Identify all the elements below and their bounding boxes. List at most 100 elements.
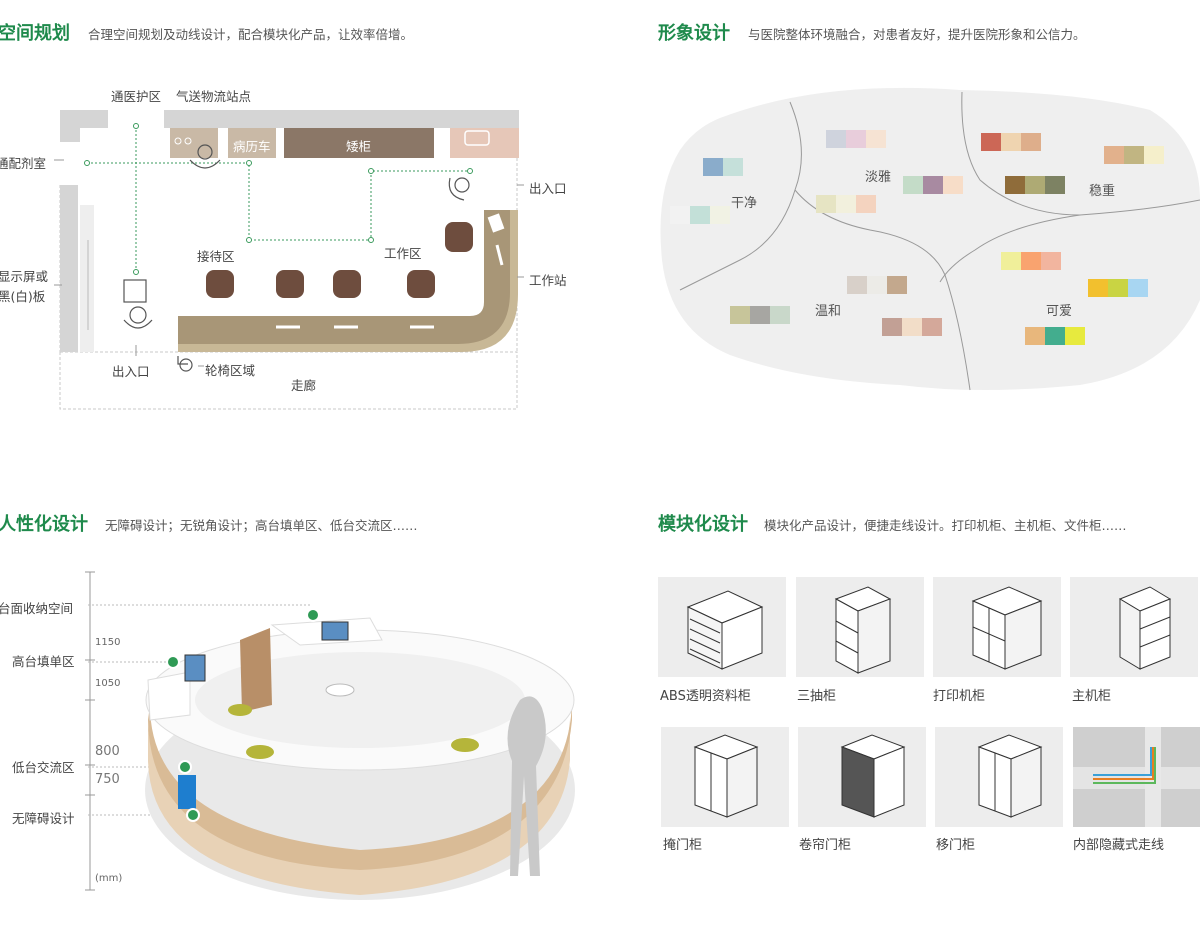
label-work-area: 工作区	[384, 246, 422, 261]
color-swatch	[826, 130, 846, 148]
color-swatch	[1021, 252, 1041, 270]
hidden-wiring-icon	[1073, 727, 1200, 827]
color-swatch	[1104, 146, 1124, 164]
module-card-printer	[933, 577, 1061, 677]
module-card-hidden-wiring	[1073, 727, 1200, 827]
color-swatch	[1025, 327, 1045, 345]
color-swatch	[866, 130, 886, 148]
module-card-sliding-door	[935, 727, 1063, 827]
image-design-desc: 与医院整体环境融合，对患者友好，提升医院形象和公信力。	[748, 27, 1086, 42]
color-swatch	[1124, 146, 1144, 164]
dim-unit: (mm)	[95, 873, 123, 884]
module-label-abs: ABS透明资料柜	[660, 689, 751, 704]
color-swatch	[887, 276, 907, 294]
color-swatch	[1045, 327, 1065, 345]
module-card-abs	[658, 577, 786, 677]
mood-map-shape	[660, 87, 1200, 391]
wall-left	[60, 185, 78, 352]
wall-top	[164, 110, 519, 128]
floor-plan: 通医护区 气送物流站点 通配剂室 病历车 矮柜 出入口 显示屏或 黑(白)板 接…	[0, 60, 600, 440]
person-silhouette	[507, 696, 546, 876]
color-swatch	[902, 318, 922, 336]
color-swatch	[730, 306, 750, 324]
leader-lines	[54, 159, 524, 367]
color-swatch	[1001, 133, 1021, 151]
counter-illustration	[85, 571, 575, 900]
swing-door-icon	[693, 734, 759, 818]
tube-station-box	[170, 128, 218, 158]
mood-label-elegant: 淡雅	[865, 170, 892, 185]
color-swatch	[923, 176, 943, 194]
module-label-three-drawer: 三抽柜	[797, 689, 837, 704]
color-swatch	[770, 306, 790, 324]
color-swatch	[1001, 252, 1021, 270]
color-swatch	[903, 176, 923, 194]
color-swatch	[816, 195, 836, 213]
people-icons	[123, 144, 470, 372]
label-medical-path: 通医护区	[111, 89, 162, 104]
color-swatch	[1021, 133, 1041, 151]
module-label-sliding-door: 移门柜	[936, 838, 976, 853]
dim-1150: 1150	[95, 637, 121, 648]
three-drawer-icon	[834, 586, 892, 674]
module-label-swing-door: 掩门柜	[663, 838, 703, 853]
human-design-desc: 无障碍设计；无锐角设计；高台填单区、低台交流区……	[105, 518, 418, 533]
dim-1050: 1050	[95, 678, 121, 689]
color-swatch	[710, 206, 730, 224]
label-dispensary: 通配剂室	[0, 156, 47, 171]
color-swatch	[882, 318, 902, 336]
dim-750: 750	[95, 772, 120, 787]
color-mood-map: 干净 淡雅 稳重 温和 可爱	[650, 80, 1200, 400]
module-card-three-drawer	[796, 577, 924, 677]
color-swatch	[1025, 176, 1045, 194]
floor-plan-drawing	[54, 110, 524, 410]
label-display-board-2: 黑(白)板	[0, 289, 46, 304]
callout-barrier-free: 无障碍设计	[12, 811, 75, 826]
display-board	[80, 205, 94, 352]
low-cabinet-box	[284, 128, 434, 158]
reception-counter-render: 台面收纳空间 高台填单区 低台交流区 无障碍设计 1150 1050 800 7…	[0, 560, 600, 920]
module-label-roller-door: 卷帘门柜	[799, 838, 852, 853]
label-corridor: 走廊	[291, 378, 317, 393]
color-swatch	[922, 318, 942, 336]
color-swatch	[1041, 252, 1061, 270]
space-planning-desc: 合理空间规划及动线设计，配合模块化产品，让效率倍增。	[88, 27, 414, 42]
color-swatch	[836, 195, 856, 213]
label-wheelchair-area: 轮椅区域	[205, 363, 256, 378]
color-swatch	[1144, 146, 1164, 164]
color-swatch	[750, 306, 770, 324]
mood-label-clean: 干净	[731, 196, 758, 211]
color-swatch	[1128, 279, 1148, 297]
label-entrance-left: 出入口	[112, 364, 150, 379]
color-swatch	[867, 276, 887, 294]
module-card-host	[1070, 577, 1198, 677]
corridor-outline	[59, 351, 518, 410]
color-swatch	[943, 176, 963, 194]
records-cart-box	[228, 128, 276, 158]
cabinet-drawer-icon	[686, 590, 764, 670]
reception-chairs	[206, 222, 473, 298]
module-card-roller-door	[798, 727, 926, 827]
label-display-board-1: 显示屏或	[0, 269, 49, 284]
label-low-cabinet: 矮柜	[346, 139, 372, 154]
space-planning-title: 空间规划	[0, 23, 70, 44]
color-swatch	[1088, 279, 1108, 297]
color-swatch	[856, 195, 876, 213]
mood-label-gentle: 温和	[815, 304, 842, 319]
image-design-title: 形象设计	[658, 23, 730, 44]
sliding-door-icon	[977, 734, 1043, 818]
callout-low-counter: 低台交流区	[12, 760, 75, 775]
dim-800: 800	[95, 744, 120, 759]
module-design-desc: 模块化产品设计，便捷走线设计。打印机柜、主机柜、文件柜……	[764, 518, 1127, 533]
color-swatch	[723, 158, 743, 176]
color-swatch	[1005, 176, 1025, 194]
label-records-cart: 病历车	[233, 139, 271, 154]
printer-cabinet-icon	[971, 586, 1043, 670]
workstation-counter	[178, 210, 510, 344]
mood-label-cute: 可爱	[1046, 304, 1073, 319]
color-swatch	[847, 276, 867, 294]
callout-high-counter: 高台填单区	[12, 654, 75, 669]
module-grid: ABS透明资料柜 三抽柜 打印机柜 主机柜 掩门柜 卷帘门柜 移门柜 内部隐藏式…	[650, 570, 1200, 870]
color-swatch	[1108, 279, 1128, 297]
human-design-title: 人性化设计	[0, 514, 88, 535]
